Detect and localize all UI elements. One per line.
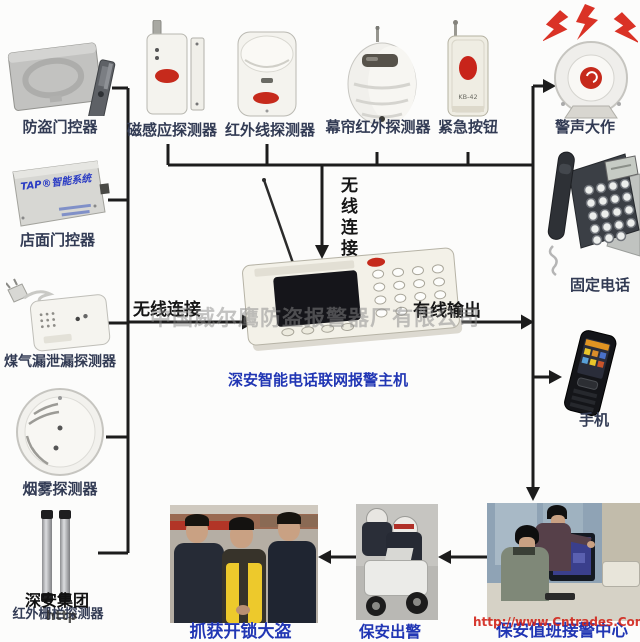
label-curtain: 幕帘红外探测器 <box>325 118 431 136</box>
alarm-host-image <box>228 168 480 380</box>
label-host: 深安智能电话联网报警主机 <box>228 371 409 389</box>
curtain-detector-image <box>340 26 424 124</box>
infrared-fence-image <box>38 510 76 604</box>
mobile-phone-image <box>550 328 630 420</box>
smoke-detector-image <box>12 386 108 480</box>
magnetic-detector-image <box>143 20 207 120</box>
guard-dispatch-photo <box>356 504 438 620</box>
arrow-to-siren <box>543 79 556 93</box>
label-store-door: 店面门控器 <box>19 231 95 249</box>
arrow-to-mobile <box>549 370 562 384</box>
label-guard-dispatch: 保安出警 <box>358 623 421 641</box>
annotation-wireless-left: 无线连接 <box>133 300 201 320</box>
burglar-door-controller-image <box>3 36 118 116</box>
catch-thief-photo <box>170 505 318 623</box>
gas-leak-detector-image <box>6 276 116 354</box>
lightning-bolts-icon <box>543 4 638 44</box>
host-keypad <box>372 264 448 318</box>
label-landline: 固定电话 <box>569 276 630 294</box>
host-screen <box>273 270 361 327</box>
guard-center-photo <box>487 503 640 621</box>
panic-button-image: KB-42 <box>441 20 501 120</box>
top-bus-line <box>166 144 533 167</box>
label-burglar-door: 防盗门控器 <box>22 118 98 136</box>
label-siren: 警声大作 <box>554 118 615 136</box>
label-mobile: 手机 <box>578 411 609 429</box>
arrow-to-catch-photo <box>318 550 331 564</box>
group-logo-text: 深安集团 <box>24 591 89 610</box>
label-magnetic: 磁感应探测器 <box>126 121 217 139</box>
arrow-wired-output <box>521 314 534 330</box>
arrow-down-to-center <box>526 487 540 501</box>
panic-button-model-text: KB-42 <box>458 93 477 101</box>
label-infrared: 红外线探测器 <box>224 121 315 139</box>
label-panic-button: 紧急按钮 <box>437 118 498 136</box>
siren-image <box>543 2 638 120</box>
annotation-wireless-center: 无线连接 <box>337 176 357 260</box>
annotation-wired-output: 有线输出 <box>413 301 481 321</box>
arrow-to-dispatch-photo <box>438 550 451 564</box>
arrow-down-to-host <box>315 245 329 259</box>
label-smoke: 烟雾探测器 <box>22 480 98 498</box>
store-door-controller-image: TAP®智能系统 <box>3 156 115 234</box>
label-catch-thief: 抓获开锁大盗 <box>189 622 292 642</box>
label-gas-leak: 煤气漏泄漏探测器 <box>4 354 116 370</box>
antenna <box>262 179 296 267</box>
label-guard-center: 保安值班接警中心 <box>496 621 628 640</box>
landline-phone-image <box>545 138 640 278</box>
infrared-detector-image <box>233 22 303 122</box>
label-fence: 红外栅栏探测器 <box>12 607 104 622</box>
